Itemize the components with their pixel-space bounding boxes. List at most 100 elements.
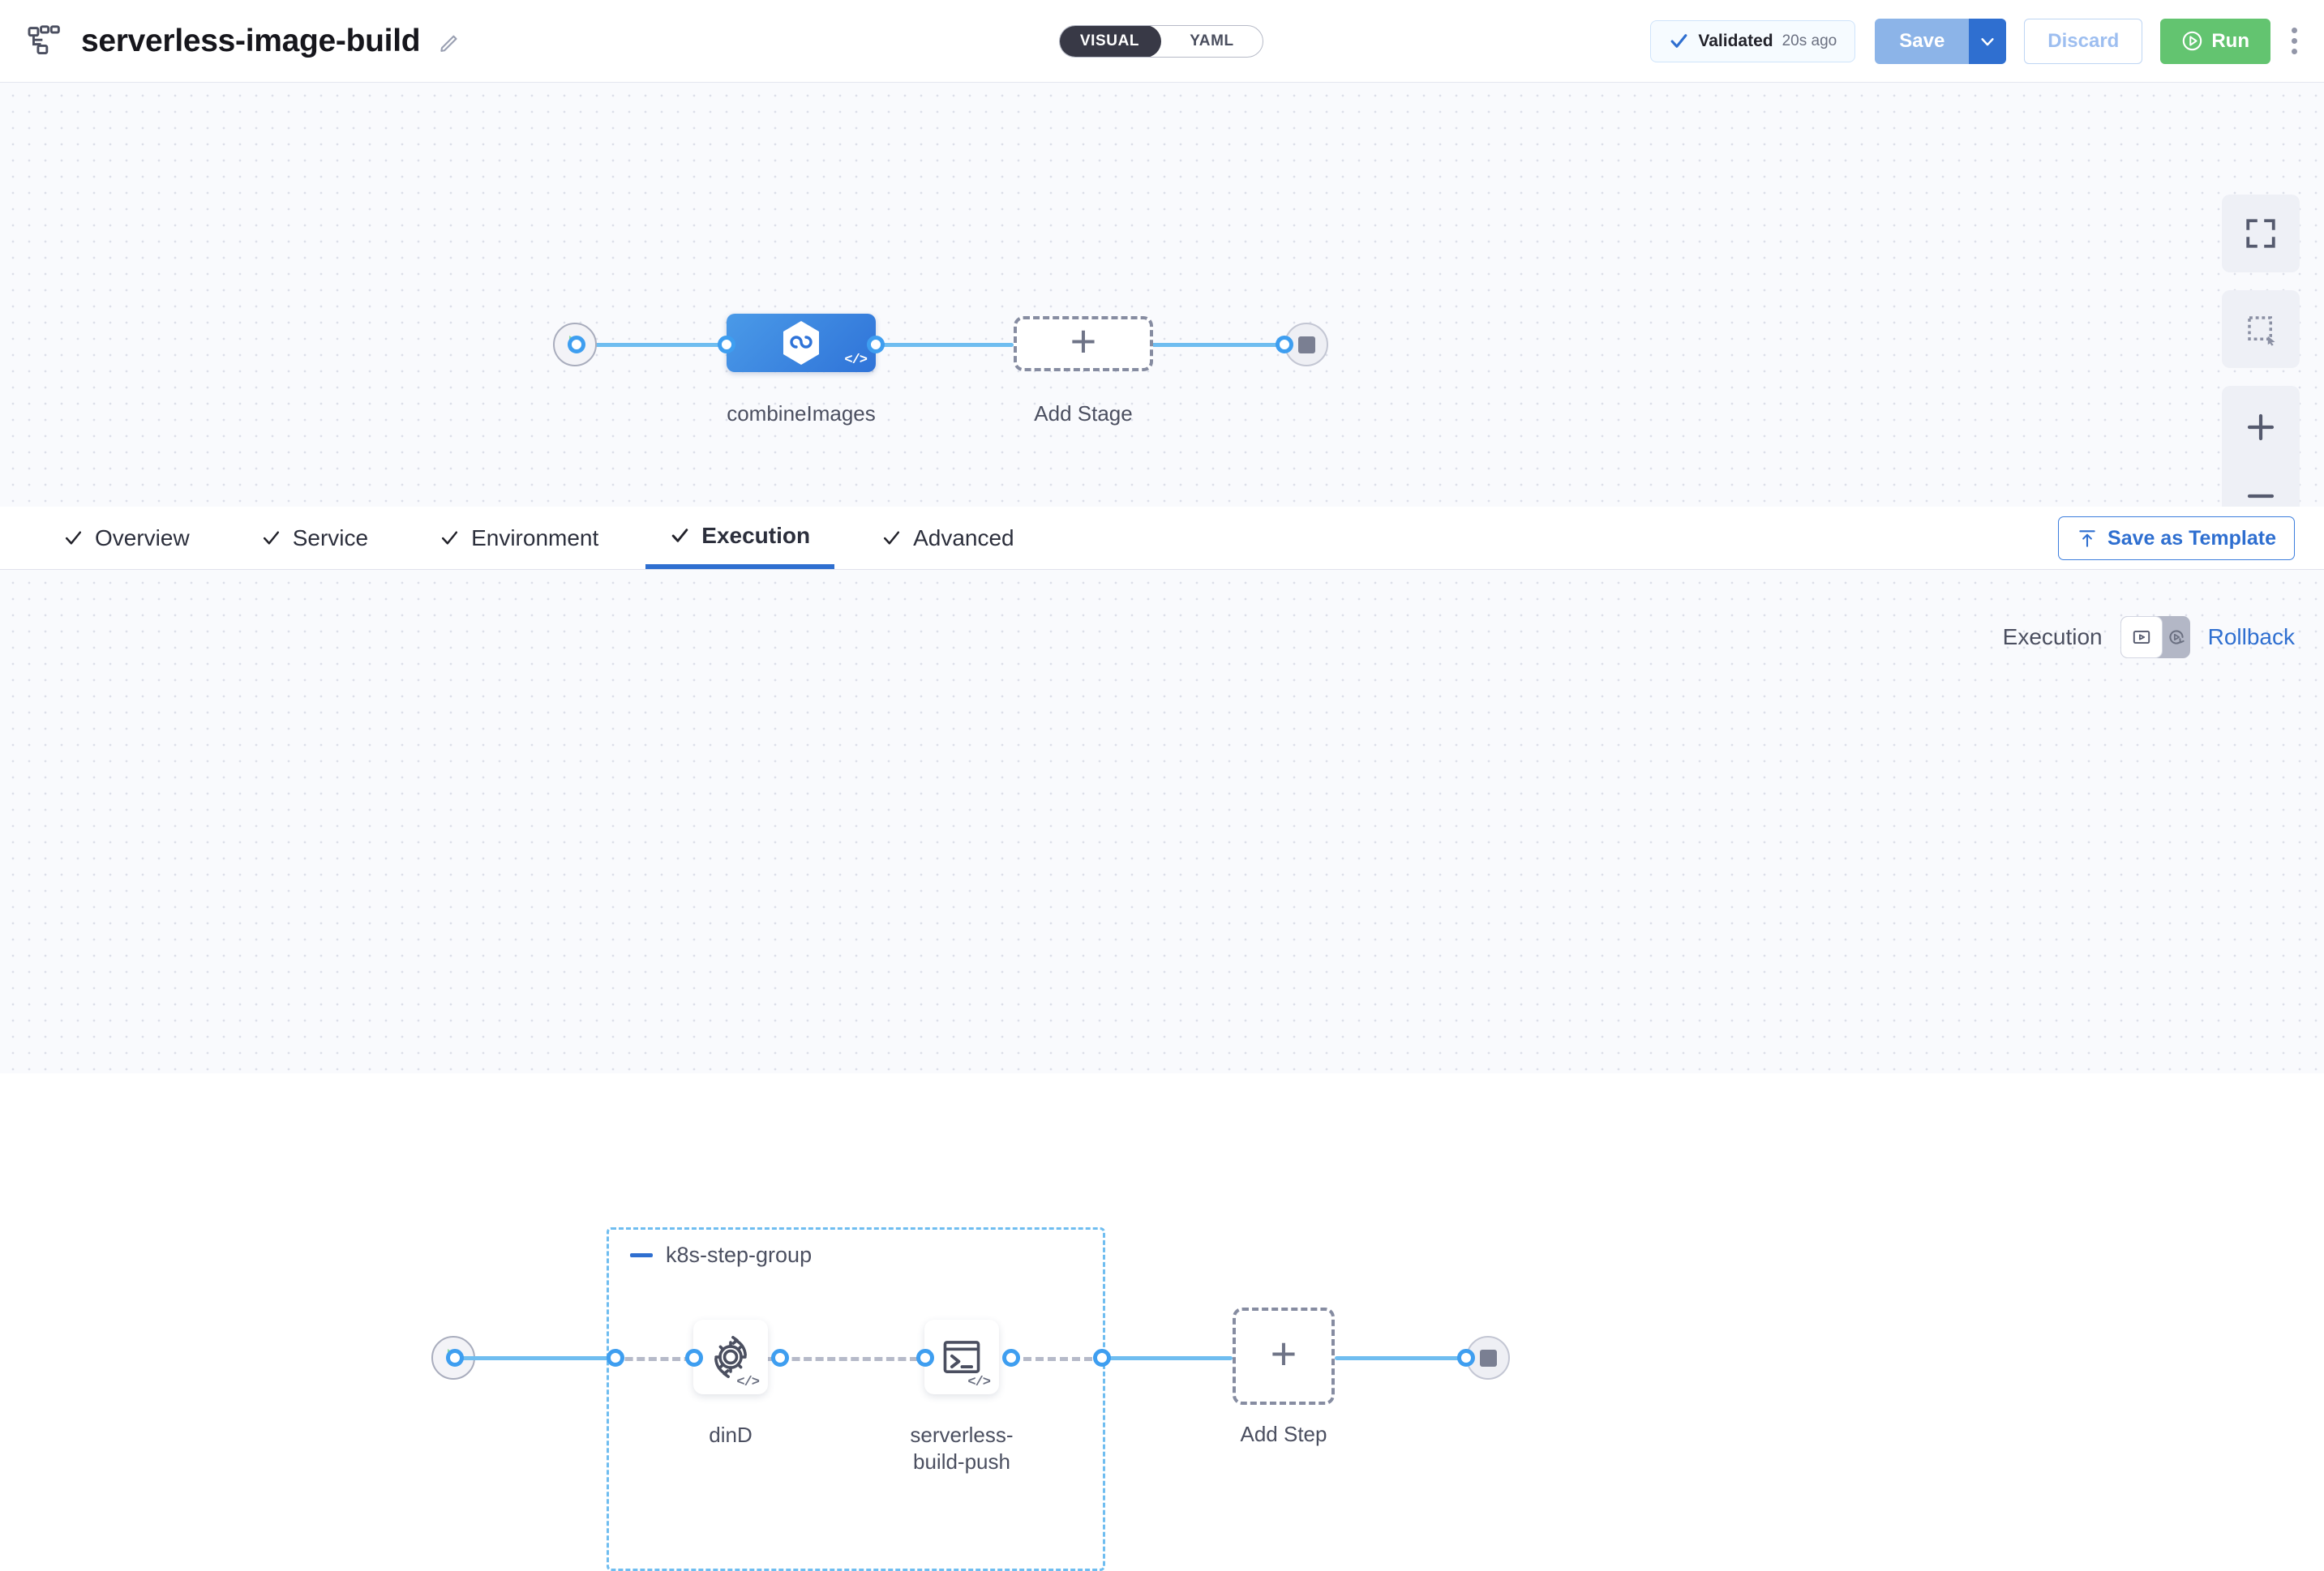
save-as-template-label: Save as Template: [2107, 526, 2276, 550]
rollback-circular-arrow-icon: [2166, 627, 2187, 648]
add-stage-label: Add Stage: [1034, 401, 1133, 426]
vertical-dots-icon[interactable]: [2270, 17, 2318, 66]
port-exec-end-in[interactable]: [1457, 1349, 1475, 1367]
execution-rollback-switch-row: Execution Rol: [2003, 616, 2295, 658]
app-header: serverless-image-build VISUAL YAML Valid…: [0, 0, 2324, 83]
save-dropdown-button[interactable]: [1969, 18, 2007, 64]
check-icon: [261, 528, 281, 548]
stop-square-icon: [1479, 1349, 1497, 1367]
port-exec-start-out[interactable]: [446, 1349, 464, 1367]
edge-group-to-addstep: [1103, 1356, 1233, 1360]
zoom-out-button[interactable]: [2244, 479, 2278, 513]
edge-start-to-stage: [574, 343, 777, 347]
toggle-option-visual[interactable]: VISUAL: [1060, 26, 1161, 57]
tab-label: Execution: [701, 522, 811, 548]
minus-collapse-icon[interactable]: [630, 1253, 653, 1257]
step-group-title: k8s-step-group: [666, 1243, 813, 1267]
plus-icon: +: [1270, 1328, 1297, 1379]
save-button[interactable]: Save: [1875, 18, 1970, 64]
stage-node-label: combineImages: [727, 401, 876, 426]
edge-buildpush-to-group-out: [1023, 1357, 1104, 1361]
save-as-template-button[interactable]: Save as Template: [2058, 516, 2295, 560]
save-button-group: Save: [1875, 18, 2007, 64]
code-badge: </>: [844, 353, 868, 368]
port-buildpush-out[interactable]: [1002, 1349, 1020, 1367]
template-upload-icon: [2077, 528, 2098, 549]
port-stage-in[interactable]: [718, 336, 735, 353]
terminal-icon: [938, 1333, 985, 1381]
step-node-serverless-build-push[interactable]: </>: [924, 1320, 999, 1394]
fit-screen-icon[interactable]: [2222, 195, 2300, 272]
port-dind-in[interactable]: [685, 1349, 703, 1367]
play-circle-icon: [2181, 30, 2203, 52]
port-dind-out[interactable]: [771, 1349, 789, 1367]
code-badge: </>: [736, 1375, 760, 1390]
visual-yaml-toggle[interactable]: VISUAL YAML: [1059, 25, 1263, 58]
step-group-k8s[interactable]: k8s-step-group: [607, 1227, 1105, 1571]
harness-hexagon-icon: [779, 319, 823, 366]
run-button[interactable]: Run: [2160, 18, 2270, 64]
execution-canvas[interactable]: Execution Rol: [0, 570, 2324, 1571]
tab-advanced[interactable]: Advanced: [857, 507, 1039, 569]
chevron-down-icon: [1979, 32, 1996, 50]
tab-overview[interactable]: Overview: [39, 507, 214, 569]
check-icon: [63, 528, 84, 548]
execution-switch-label: Execution: [2002, 624, 2103, 649]
discard-button[interactable]: Discard: [2024, 18, 2143, 64]
step-node-dind[interactable]: </>: [693, 1320, 768, 1394]
execution-mode-button[interactable]: [2120, 616, 2163, 658]
port-stage-out[interactable]: [867, 336, 885, 353]
execution-rollback-toggle[interactable]: [2120, 616, 2190, 658]
stage-tabs: Overview Service Environment Execution A: [39, 507, 1061, 569]
edge-stage-to-addstage: [876, 343, 1014, 347]
tab-service[interactable]: Service: [237, 507, 392, 569]
header-actions: Validated 20s ago Save Discard Run: [1650, 0, 2324, 82]
edge-dind-to-buildpush: [780, 1357, 918, 1361]
check-icon: [881, 528, 902, 548]
status-badge: Validated 20s ago: [1650, 19, 1856, 62]
status-badge-label: Validated: [1698, 31, 1773, 50]
tab-label: Overview: [95, 524, 190, 550]
rollback-mode-button[interactable]: [2163, 627, 2190, 648]
zoom-in-button[interactable]: [2244, 410, 2278, 444]
tab-label: Service: [292, 524, 369, 550]
stage-canvas[interactable]: </> combineImages + Add Stage: [0, 83, 2324, 537]
add-step-label: Add Step: [1240, 1422, 1327, 1446]
page-title: serverless-image-build: [81, 23, 421, 58]
step-label-serverless-build-push: serverless- build-push: [910, 1423, 1014, 1475]
tab-execution[interactable]: Execution: [645, 507, 835, 569]
stage-tabs-bar: Overview Service Environment Execution A: [0, 507, 2324, 570]
rollback-link[interactable]: Rollback: [2207, 624, 2295, 649]
port-group-in[interactable]: [607, 1349, 624, 1367]
port-group-out[interactable]: [1093, 1349, 1111, 1367]
check-icon: [440, 528, 460, 548]
add-stage-button[interactable]: +: [1014, 316, 1153, 371]
pencil-edit-icon[interactable]: [438, 29, 462, 54]
code-badge: </>: [967, 1375, 991, 1390]
header-left-group: serverless-image-build: [28, 0, 462, 82]
canvas-controls: [2222, 195, 2300, 537]
stage-node-combineimages[interactable]: </>: [727, 314, 876, 372]
stop-square-icon: [1297, 336, 1315, 353]
edge-addstep-to-end: [1335, 1356, 1473, 1360]
step-label-dind: dinD: [709, 1423, 753, 1447]
execution-play-box-icon: [2131, 627, 2152, 648]
plus-icon: +: [1070, 315, 1097, 366]
port-end-in[interactable]: [1276, 336, 1293, 353]
step-group-header[interactable]: k8s-step-group: [630, 1243, 812, 1268]
check-icon: [670, 525, 690, 546]
add-step-button[interactable]: +: [1233, 1308, 1335, 1405]
gear-rotate-icon: [707, 1333, 754, 1381]
run-button-label: Run: [2211, 29, 2249, 52]
pipeline-icon: [28, 24, 63, 58]
port-start-out[interactable]: [568, 336, 585, 353]
status-badge-time: 20s ago: [1782, 32, 1837, 49]
port-buildpush-in[interactable]: [916, 1349, 934, 1367]
tab-environment[interactable]: Environment: [415, 507, 623, 569]
edge-start-to-group: [454, 1356, 616, 1360]
marquee-select-icon[interactable]: [2222, 290, 2300, 368]
check-icon: [1669, 31, 1689, 51]
toggle-option-yaml[interactable]: YAML: [1190, 32, 1234, 49]
edge-addstage-to-end: [1151, 343, 1289, 347]
tab-label: Environment: [471, 524, 599, 550]
